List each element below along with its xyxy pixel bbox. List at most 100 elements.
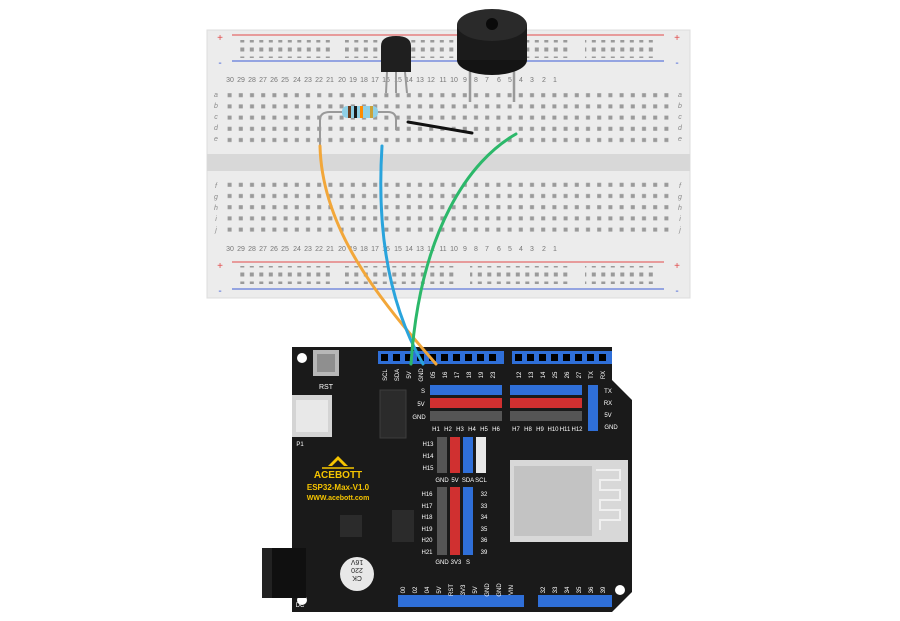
h-label: H1	[432, 427, 440, 433]
rail-holes-top-4	[585, 40, 655, 58]
col-num: 23	[304, 77, 312, 84]
col-num: 19	[349, 246, 357, 253]
col-num: 22	[315, 77, 323, 84]
col-num: 29	[237, 246, 245, 253]
col-num: 6	[497, 246, 501, 253]
cap-text-220: 220	[351, 566, 363, 573]
right-num: 39	[481, 550, 488, 556]
rail-holes-bottom-4	[585, 266, 655, 284]
pin-label: 39	[601, 586, 607, 593]
col-num: 26	[270, 77, 278, 84]
dc-jack[interactable]	[262, 548, 306, 598]
col-num: 23	[304, 246, 312, 253]
col-num: 29	[237, 77, 245, 84]
row-letter: f	[215, 183, 218, 190]
bottom-header-labels: 00 02 04 5V RST 3V3 5V GND GND VIN 32 33…	[401, 583, 607, 597]
rail-plus-br: +	[674, 261, 680, 272]
col-num: 27	[259, 246, 267, 253]
pin-rows-right[interactable]	[510, 385, 582, 421]
left-label: H16	[421, 492, 433, 498]
center-channel	[207, 154, 690, 171]
col-num: 5	[508, 246, 512, 253]
row-letter: g	[678, 194, 682, 201]
col-num: 14	[405, 77, 413, 84]
temperature-sensor[interactable]	[381, 36, 411, 94]
col-num: 8	[474, 246, 478, 253]
col-num: 22	[315, 246, 323, 253]
col-num: 30	[226, 246, 234, 253]
side-label: RX	[604, 401, 612, 407]
rail-holes-bottom-2	[345, 266, 455, 284]
cap-text-ck: CK	[352, 574, 362, 581]
col-num: 17	[371, 77, 379, 84]
col-num: 21	[326, 77, 334, 84]
holes-bottom-block	[224, 179, 672, 235]
dc-label: DC	[296, 603, 305, 609]
buzzer[interactable]	[457, 9, 527, 102]
bottom-header-right[interactable]	[538, 595, 612, 607]
capacitor: CK 220 16V	[340, 557, 374, 591]
pin-label: 3V3	[461, 584, 467, 595]
pin-label: 23	[491, 371, 497, 378]
pin-label: 35	[577, 586, 583, 593]
col-num: 7	[485, 77, 489, 84]
pin-label: 14	[541, 371, 547, 378]
col-num: 30	[226, 77, 234, 84]
pin-cluster-mid[interactable]	[437, 437, 486, 473]
row-letter: f	[679, 183, 682, 190]
col-num: 13	[416, 77, 424, 84]
row-letter: b	[678, 103, 682, 110]
rail-minus-bl: -	[218, 286, 221, 297]
left-label: H19	[421, 527, 433, 533]
h-label: H3	[456, 427, 464, 433]
cap-text-16v: 16V	[350, 558, 363, 565]
col-num: 27	[259, 77, 267, 84]
rail-plus-bl: +	[217, 261, 223, 272]
mid-bottom-label: SCL	[475, 478, 487, 484]
row-letters: a b c d e a b c d e f g h i j f g h i j	[214, 92, 683, 234]
bottom-mid-label: 3V3	[451, 560, 462, 566]
pin-label: RX	[601, 371, 607, 379]
col-num: 1	[553, 77, 557, 84]
pin-rows-left[interactable]	[430, 385, 502, 421]
col-num: 3	[530, 246, 534, 253]
row-letter: i	[679, 216, 681, 223]
p1-label: P1	[296, 442, 304, 448]
col-num: 3	[530, 77, 534, 84]
mid-bottom-label: GND	[435, 478, 449, 484]
bottom-header-left[interactable]	[398, 595, 524, 607]
pin-label: SDA	[395, 369, 401, 381]
col-num: 14	[405, 246, 413, 253]
col-num: 6	[497, 77, 501, 84]
pin-label: SCL	[383, 369, 389, 381]
col-num: 2	[542, 77, 546, 84]
mid-label: H15	[422, 466, 434, 472]
wire-green[interactable]	[409, 132, 518, 366]
left-label: H17	[421, 504, 433, 510]
jumper-wire-black[interactable]	[406, 120, 474, 135]
h-label: H6	[492, 427, 500, 433]
row-letter: b	[214, 103, 218, 110]
bottom-mid-label: GND	[435, 560, 449, 566]
col-num: 7	[485, 246, 489, 253]
mid-label: H13	[422, 442, 434, 448]
h-label: H11	[560, 427, 571, 433]
col-num: 24	[293, 77, 301, 84]
row-letter: c	[214, 114, 218, 121]
resistor[interactable]	[319, 106, 397, 148]
pin-label: 25	[553, 371, 559, 378]
pin-label: GND	[419, 368, 425, 382]
pin-cluster-bottom[interactable]	[437, 487, 473, 555]
serial-header[interactable]	[588, 385, 598, 431]
inductor	[340, 515, 362, 537]
pin-label: 26	[565, 371, 571, 378]
col-num: 20	[338, 77, 346, 84]
h-label: H9	[536, 427, 544, 433]
top-header-labels: SCL SDA 5V GND 05 16 17 18 19 23 12 13 1…	[383, 368, 607, 382]
reset-button[interactable]	[313, 350, 339, 376]
col-num: 4	[519, 246, 523, 253]
esp32-board: RST P1 ACEBOTT ESP32-Max-V1.0 WWW.acebot…	[262, 347, 632, 612]
col-num: 19	[349, 77, 357, 84]
col-num: 8	[474, 77, 478, 84]
